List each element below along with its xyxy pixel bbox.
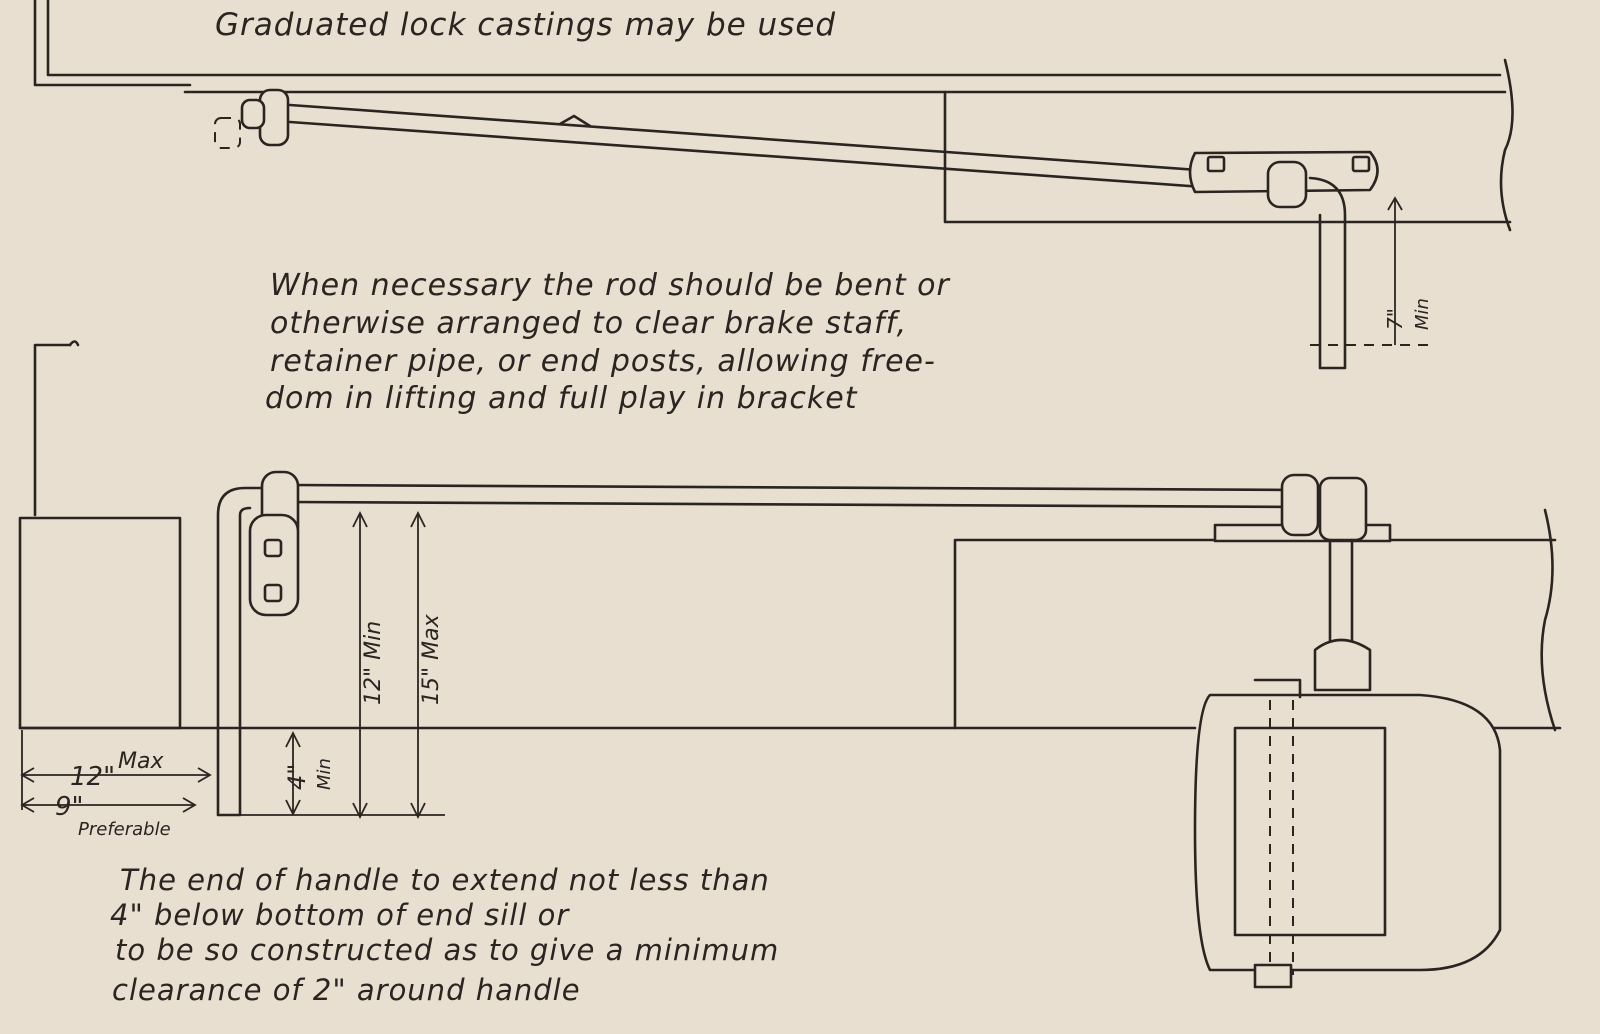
top-7-min-value: 7" xyxy=(1383,308,1407,330)
top-rod-upper xyxy=(288,103,1242,175)
side-right-eye xyxy=(1280,473,1320,537)
note-rod-line-4: dom in lifting and full play in bracket xyxy=(265,381,858,416)
dim-9-arrows xyxy=(20,797,197,813)
side-post-break xyxy=(68,340,80,347)
note-handle-line-1: The end of handle to extend not less tha… xyxy=(120,863,770,897)
side-lock-rod xyxy=(1328,538,1354,652)
side-rod-lower xyxy=(288,500,1302,509)
top-break-line xyxy=(1499,58,1514,232)
top-end-sill-outline xyxy=(33,0,192,87)
side-end-sill xyxy=(18,516,182,730)
side-post xyxy=(33,343,72,517)
dim-12-arrows xyxy=(352,510,368,820)
side-left-bolt-1 xyxy=(263,538,283,558)
dim-12-max-arrows xyxy=(20,767,212,783)
top-left-hidden xyxy=(214,117,241,149)
dim-4-value: 4" xyxy=(283,764,311,790)
top-car-edge xyxy=(46,0,1502,77)
side-coupler-head xyxy=(1193,693,1502,972)
side-coupler-pin xyxy=(1253,963,1293,989)
dim-15-arrows xyxy=(410,510,426,820)
top-rod-lower xyxy=(288,120,1247,192)
top-rod-bend xyxy=(558,114,592,128)
note-rod-line-2: otherwise arranged to clear brake staff, xyxy=(270,306,907,341)
note-graduated-lock: Graduated lock castings may be used xyxy=(215,7,836,43)
dim-4-label: Min xyxy=(314,758,335,790)
dim-9-label: Preferable xyxy=(78,819,171,840)
side-coupler-top xyxy=(1253,678,1302,699)
note-handle-line-4: clearance of 2" around handle xyxy=(112,973,581,1007)
top-right-bolt-2 xyxy=(1351,155,1371,173)
top-handle xyxy=(1308,176,1347,370)
side-coupler-knuckle xyxy=(1233,726,1387,937)
dim-9-value: 9" xyxy=(55,792,84,822)
top-right-eye xyxy=(1266,160,1308,209)
top-coupler-block xyxy=(943,90,1512,224)
note-rod-line-1: When necessary the rod should be bent or xyxy=(270,268,951,303)
top-view: 7" Min xyxy=(33,0,1514,370)
note-handle-extension: The end of handle to extend not less tha… xyxy=(110,863,779,1007)
dim-12-max-value: 12" xyxy=(70,762,115,792)
side-rod-upper xyxy=(288,483,1302,492)
note-rod-bending: When necessary the rod should be bent or… xyxy=(265,268,951,416)
top-7-min-label: Min xyxy=(1412,298,1433,330)
dim-12-min: 12" Min xyxy=(361,621,386,705)
top-7-dim-arrow xyxy=(1387,196,1403,211)
side-left-bolt-2 xyxy=(263,583,283,603)
note-rod-line-3: retainer pipe, or end posts, allowing fr… xyxy=(270,344,936,379)
side-break-line xyxy=(1540,508,1557,732)
side-left-bracket xyxy=(248,513,300,617)
dim-12-max-label: Max xyxy=(118,749,164,774)
top-left-eye xyxy=(240,98,266,130)
side-lock-block xyxy=(1313,638,1372,692)
note-handle-line-3: to be so constructed as to give a minimu… xyxy=(115,933,779,967)
side-view: 12" Min 15" Max 4" Min 12" Max 9" Prefer… xyxy=(18,340,1562,989)
note-handle-line-2: 4" below bottom of end sill or xyxy=(110,898,570,932)
side-right-clevis xyxy=(1318,476,1368,542)
dim-15-max: 15" Max xyxy=(419,613,444,705)
side-handle xyxy=(216,486,267,817)
top-right-bolt-1 xyxy=(1206,155,1226,173)
dim-4-arrows xyxy=(285,730,301,817)
